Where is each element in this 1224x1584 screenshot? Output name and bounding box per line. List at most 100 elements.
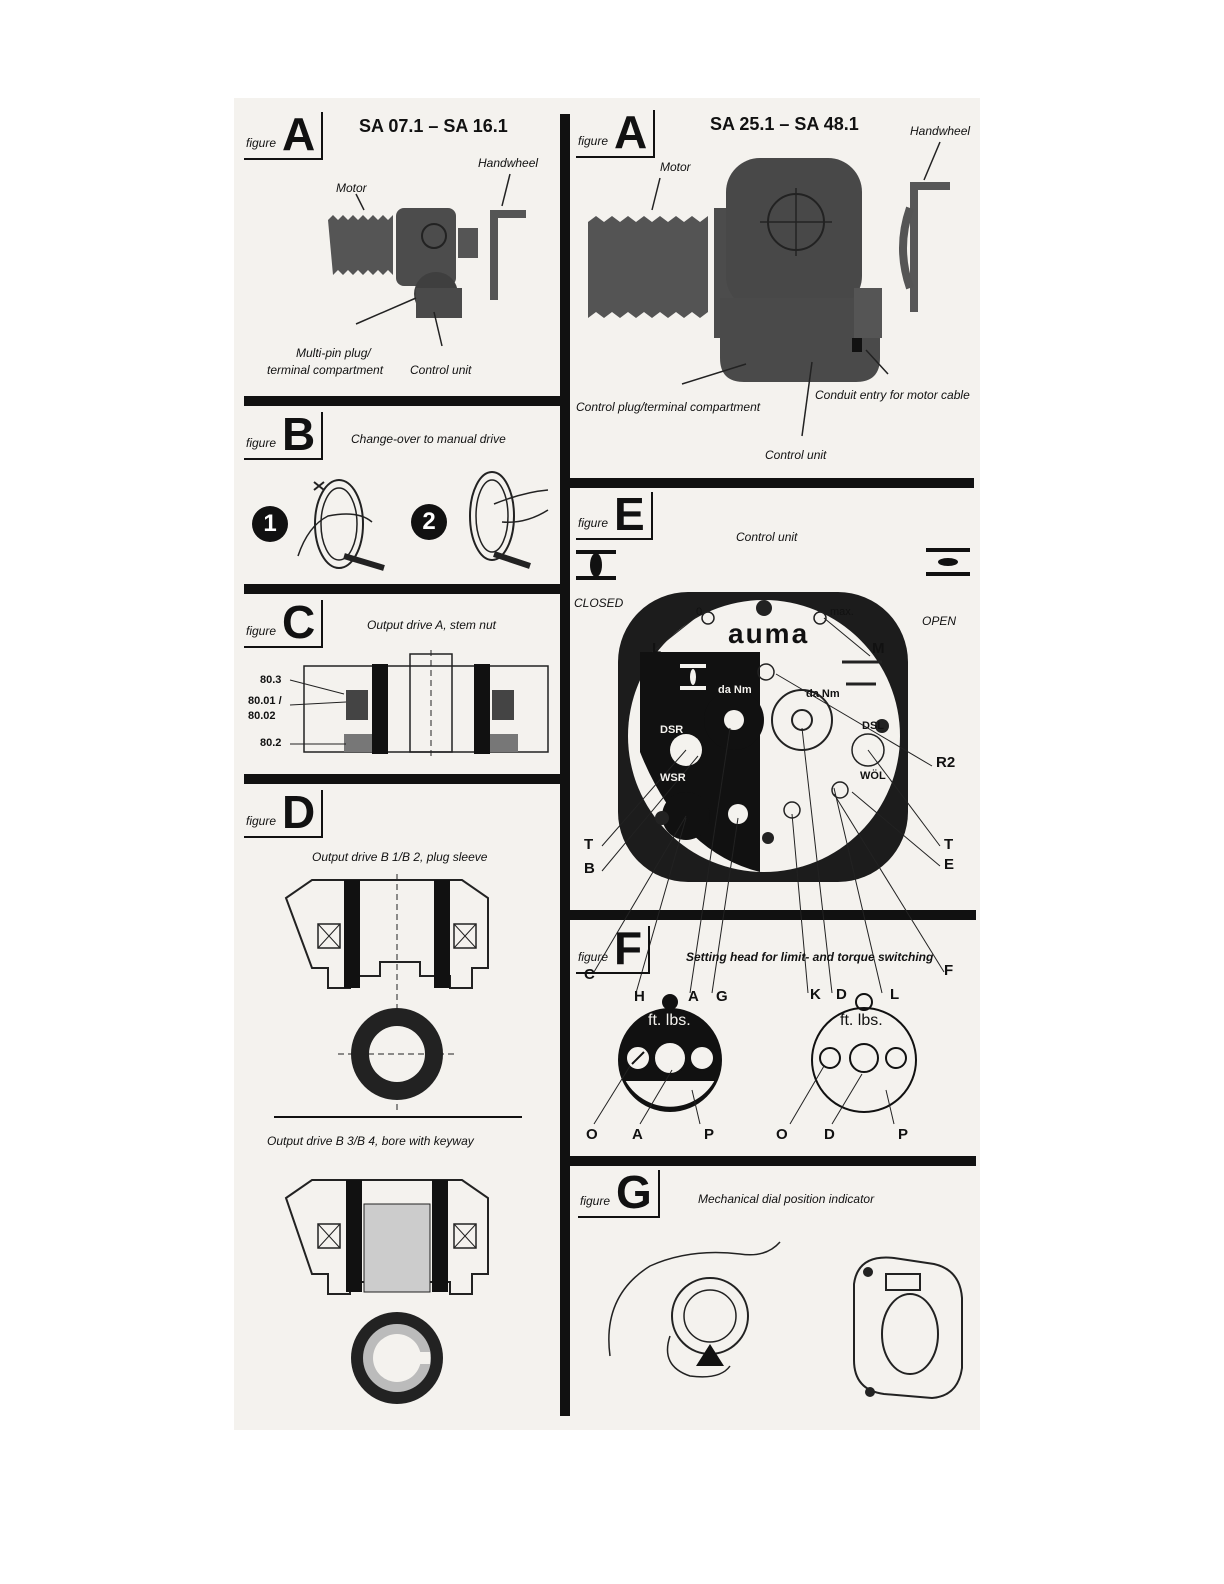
label-closed: CLOSED [574,596,624,610]
dial-indicator-drawing [608,1241,963,1400]
figure-b-tag: figure B [244,411,324,460]
figure-f-setting-head: figure F Setting head for limit- and tor… [570,920,980,1156]
label-control-unit: Control unit [410,363,472,377]
figure-word: figure [246,136,277,150]
dial-dsl: DSL [862,720,884,732]
figure-d-caption-plug-sleeve: Output drive B 1/B 2, plug sleeve [312,850,488,864]
figure-a-small-actuator: figure A SA 07.1 – SA 16.1 Handwheel Mot… [234,98,560,396]
figure-c-stem-nut: figure C Output drive A, stem nut 80.3 8… [234,594,560,774]
label-terminal: terminal compartment [267,363,384,377]
label-O-left: O [586,1126,598,1143]
figure-letter: F [614,922,643,974]
figure-e-control-unit: figure E Control unit CLOSED OPEN [570,488,980,1005]
label-D: D [824,1126,835,1143]
figure-word: figure [580,1194,611,1208]
figure-word: figure [246,814,277,828]
label-A: A [632,1126,643,1143]
stem-nut-section [289,650,549,758]
step-2-badge: 2 [411,504,447,540]
label-M: M [872,640,885,657]
figure-word: figure [578,516,609,530]
divider-a-e [570,478,974,488]
label-80-2: 80.2 [260,737,282,749]
label-F: F [944,962,954,979]
figure-word: figure [246,624,277,638]
figure-g-tag: figure G [578,1166,660,1218]
label-L-bottom: L [890,986,900,1003]
figure-f-tag: figure F [576,922,651,974]
divider-e-f [570,910,976,920]
figure-letter: E [614,488,645,540]
figure-letter: D [282,786,316,838]
figure-c-caption: Output drive A, stem nut [367,618,496,632]
figure-d-tag: figure D [244,786,324,838]
label-motor: Motor [660,160,691,174]
label-C: C [584,966,595,983]
figure-c-tag: figure C [244,596,324,648]
dial-zero: 0 [696,606,703,618]
divider-a-b [244,396,560,406]
label-T-right: T [944,836,954,853]
label-B: B [584,860,595,877]
figure-f-caption: Setting head for limit- and torque switc… [686,950,934,964]
label-P-right: P [898,1126,909,1143]
label-80-01: 80.01 / [248,695,282,707]
small-actuator-drawing [328,173,526,347]
figure-g-caption: Mechanical dial position indicator [698,1192,875,1206]
model-range-title: SA 25.1 – SA 48.1 [710,114,859,134]
setting-heads-drawing [593,993,917,1125]
label-O-right: O [776,1126,788,1143]
divider-c-d [244,774,560,784]
unit-ft-lbs-right: ft. lbs. [840,1012,883,1029]
label-K: K [810,986,821,1003]
label-handwheel: Handwheel [910,124,971,138]
step-1-badge: 1 [252,506,288,542]
large-actuator-drawing [588,141,950,437]
divider-f-g [570,1156,976,1166]
step-2-number: 2 [422,508,436,535]
figure-word: figure [578,134,609,148]
label-E: E [944,856,955,873]
label-80-02: 80.02 [248,710,276,722]
label-G: G [716,988,728,1005]
figure-letter: C [282,596,316,648]
divider-d-inner [274,1116,522,1118]
control-unit-drawing [576,548,970,994]
figure-a-left-tag: figure A [244,111,324,160]
label-A: A [688,988,699,1005]
handwheel-sketch [297,471,549,571]
label-L-top: L [652,640,662,657]
label-P-left: P [704,1126,715,1143]
figure-e-caption: Control unit [736,530,798,544]
figure-letter: G [616,1166,652,1218]
dial-wol: WÖL [860,770,886,782]
divider-b-c [244,584,560,594]
figure-g-dial-indicator: figure G Mechanical dial position indica… [570,1166,980,1426]
vertical-divider [560,114,570,1416]
label-T-left: T [584,836,594,853]
label-motor: Motor [336,181,367,195]
unit-ft-lbs-left: ft. lbs. [648,1012,691,1029]
label-conduit: Conduit entry for motor cable [815,388,970,402]
figure-e-tag: figure E [576,488,653,540]
label-multipin: Multi-pin plug/ [296,346,371,360]
figure-letter: A [614,106,648,158]
figure-d-output-drive-b: figure D Output drive B 1/B 2, plug slee… [234,784,560,1424]
label-control-plug: Control plug/terminal compartment [576,400,761,414]
figure-b-manual-drive: figure B Change-over to manual drive 1 2 [234,406,560,584]
label-80-3: 80.3 [260,674,282,686]
step-1-number: 1 [263,510,277,537]
label-handwheel: Handwheel [478,156,539,170]
manual-figure-sheet: figure A SA 07.1 – SA 16.1 Handwheel Mot… [234,98,980,1430]
figure-word: figure [578,950,609,964]
figure-a-large-actuator: figure A SA 25.1 – SA 48.1 Handwheel Mot… [570,98,980,478]
plug-sleeve-section [284,874,489,1404]
figure-word: figure [246,436,277,450]
auma-brand: auma [728,618,810,649]
figure-a-right-tag: figure A [576,106,656,158]
dial-wsr: WSR [660,772,686,784]
figure-d-caption-keyway: Output drive B 3/B 4, bore with keyway [267,1134,474,1148]
label-R2: R2 [936,754,956,771]
dial-max: max. [830,606,854,618]
label-control-unit: Control unit [765,448,827,462]
